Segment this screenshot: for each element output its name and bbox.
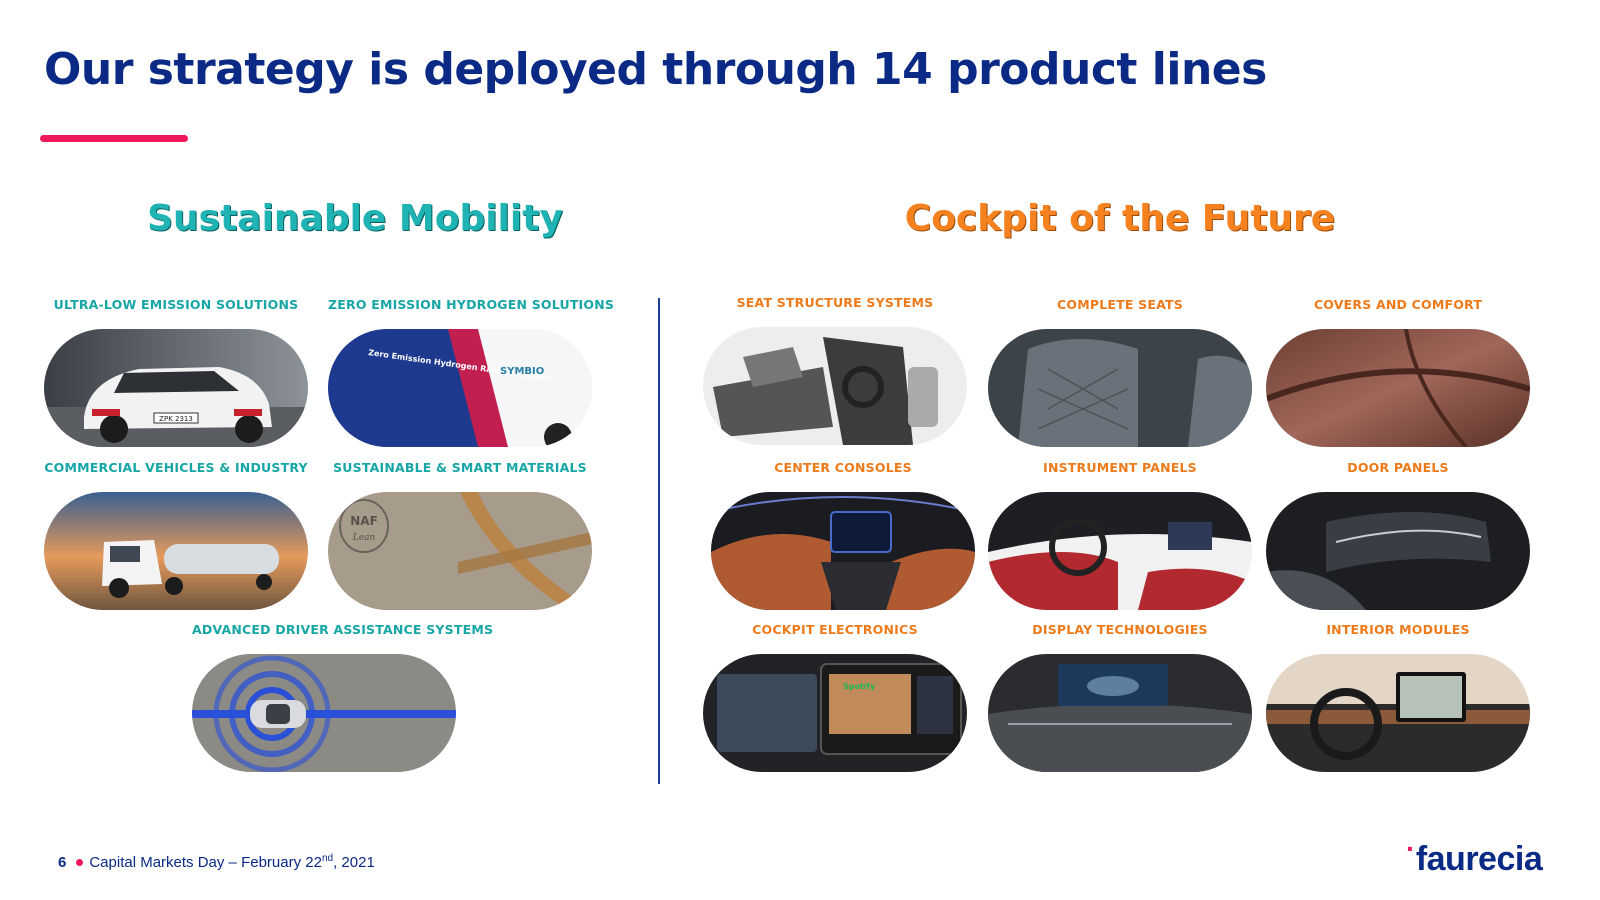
footer: 6 Capital Markets Day – February 22nd, 20…: [58, 853, 375, 871]
product-image-display: [988, 654, 1252, 772]
faurecia-logo: ·faurecia: [1406, 833, 1543, 879]
logo-text: faurecia: [1415, 840, 1543, 878]
naf-text: NAF: [350, 514, 378, 528]
symbio-text: SYMBIO: [500, 366, 544, 377]
product-image-center-console: [711, 492, 975, 610]
product-card-display-technologies[interactable]: DISPLAY TECHNOLOGIES: [988, 622, 1252, 772]
product-card-instrument-panels[interactable]: INSTRUMENT PANELS: [988, 460, 1252, 610]
product-label: INSTRUMENT PANELS: [1043, 460, 1197, 475]
product-image-door-panel: [1266, 492, 1530, 610]
product-image-instrument-panel: [988, 492, 1252, 610]
product-label: SUSTAINABLE & SMART MATERIALS: [333, 460, 587, 475]
product-image-interior-module: [1266, 654, 1530, 772]
product-label: COMPLETE SEATS: [1057, 297, 1183, 312]
footer-sup: nd: [321, 853, 334, 864]
product-label: COCKPIT ELECTRONICS: [752, 622, 918, 637]
product-image-complete-seats: [988, 329, 1252, 447]
product-card-seat-structure[interactable]: SEAT STRUCTURE SYSTEMS: [703, 295, 967, 445]
section-title-sustainable-mobility: Sustainable Mobility: [147, 198, 563, 239]
product-card-complete-seats[interactable]: COMPLETE SEATS: [988, 297, 1252, 447]
footer-event: Capital Markets Day – February 22: [89, 854, 322, 871]
spotify-text: Spotify: [843, 682, 876, 691]
product-card-covers-comfort[interactable]: COVERS AND COMFORT: [1266, 297, 1530, 447]
product-card-interior-modules[interactable]: INTERIOR MODULES: [1266, 622, 1530, 772]
page-title: Our strategy is deployed through 14 prod…: [44, 44, 1267, 95]
product-card-center-consoles[interactable]: CENTER CONSOLES: [711, 460, 975, 610]
product-image-truck: [44, 492, 308, 610]
product-image-hybrid-car: ZPK 2313: [44, 329, 308, 447]
product-card-hydrogen[interactable]: ZERO EMISSION HYDROGEN SOLUTIONS Zero Em…: [328, 297, 615, 447]
section-title-cockpit-future: Cockpit of the Future: [904, 198, 1336, 239]
product-card-adas[interactable]: ADVANCED DRIVER ASSISTANCE SYSTEMS: [192, 622, 494, 772]
product-card-cockpit-electronics[interactable]: COCKPIT ELECTRONICS Spotify: [703, 622, 967, 772]
logo-mark: ·: [1406, 833, 1415, 864]
footer-bullet-dot: [76, 858, 84, 866]
lean-text: Lean: [352, 533, 376, 543]
product-image-adas: [192, 654, 456, 772]
product-image-seat-structure: [703, 327, 967, 445]
product-label: DISPLAY TECHNOLOGIES: [1032, 622, 1208, 637]
product-label: ADVANCED DRIVER ASSISTANCE SYSTEMS: [192, 622, 494, 637]
product-label: INTERIOR MODULES: [1326, 622, 1470, 637]
product-image-materials: NAF Lean: [328, 492, 592, 610]
product-label: CENTER CONSOLES: [774, 460, 912, 475]
product-label: DOOR PANELS: [1347, 460, 1449, 475]
product-image-hydrogen-van: Zero Emission Hydrogen Range Extender SY…: [328, 329, 592, 447]
license-plate-text: ZPK 2313: [159, 415, 193, 423]
product-label: COVERS AND COMFORT: [1313, 297, 1483, 312]
product-card-door-panels[interactable]: DOOR PANELS: [1266, 460, 1530, 610]
product-image-cockpit-electronics: Spotify: [703, 654, 967, 772]
product-image-covers: [1266, 329, 1530, 447]
product-label: ZERO EMISSION HYDROGEN SOLUTIONS: [328, 297, 615, 312]
product-card-ultra-low-emission[interactable]: ULTRA-LOW EMISSION SOLUTIONS ZPK 2313: [44, 297, 308, 447]
footer-year: , 2021: [333, 854, 375, 871]
product-card-commercial-vehicles[interactable]: COMMERCIAL VEHICLES & INDUSTRY: [44, 460, 308, 610]
page-number: 6: [58, 854, 67, 871]
product-card-sustainable-materials[interactable]: SUSTAINABLE & SMART MATERIALS NAF Lean: [328, 460, 592, 610]
product-label: COMMERCIAL VEHICLES & INDUSTRY: [44, 460, 308, 475]
product-label: SEAT STRUCTURE SYSTEMS: [736, 295, 934, 310]
product-label: ULTRA-LOW EMISSION SOLUTIONS: [53, 297, 299, 312]
section-divider: [658, 298, 660, 784]
title-underline: [40, 135, 188, 142]
